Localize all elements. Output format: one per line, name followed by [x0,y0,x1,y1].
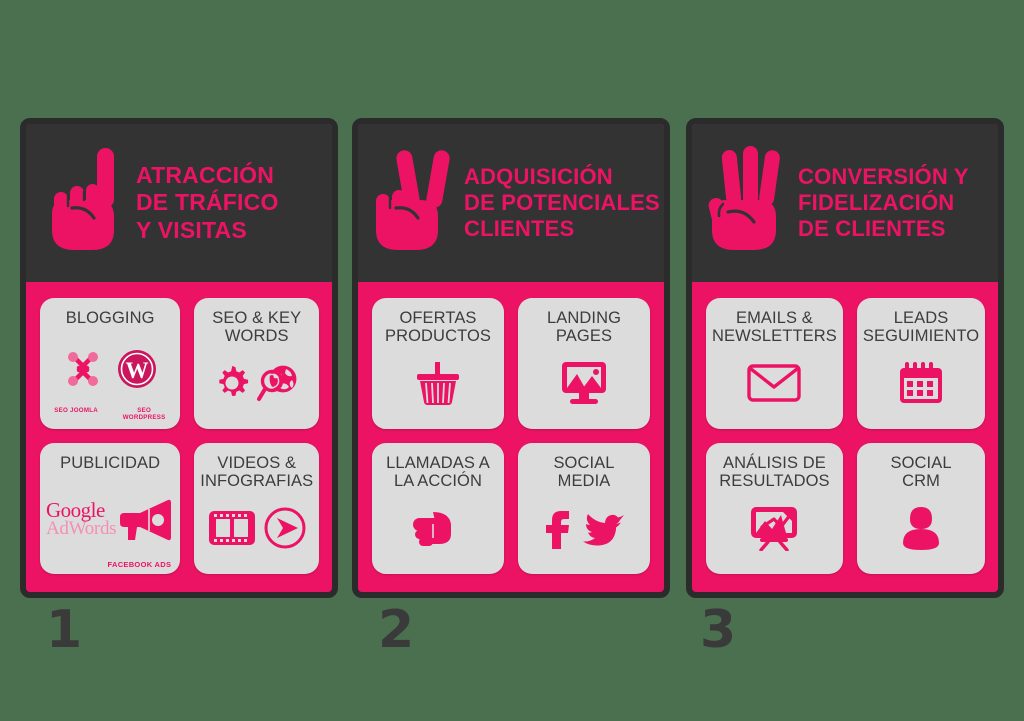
panel-step-2: ADQUISICIÓN DE POTENCIALES CLIENTES OFER… [352,118,670,598]
panel-3-title-line-3: DE CLIENTES [798,215,946,241]
panel-1-title-line-3: Y VISITAS [136,216,247,243]
card-social-crm-label: SOCIAL CRM [890,454,952,491]
panel-1-header: ATRACCIÓN DE TRÁFICO Y VISITAS [26,124,332,282]
caption-seo-wordpress: SEO WORDPRESS [122,407,166,421]
step-number-2: 2 [378,600,415,660]
person-avatar-icon [903,507,940,551]
card-llamadas-accion[interactable]: LLAMADAS A LA ACCIÓN [372,443,504,574]
caption-seo-joomla: SEO JOOMLA [54,407,98,414]
presentation-chart-icon [751,507,798,552]
panel-1-title-line-1: ATRACCIÓN [136,162,275,189]
joomla-icon [68,351,99,386]
card-analisis-icons [712,491,837,566]
card-publicidad-label: PUBLICIDAD [60,454,161,472]
panel-1-card-grid: BLOGGING [26,282,332,592]
card-llamadas-label: LLAMADAS A LA ACCIÓN [386,454,490,491]
card-llamadas-icons [378,491,498,566]
card-landing-pages[interactable]: LANDING PAGES [518,298,650,429]
hand-one-finger-icon [42,144,128,262]
card-blogging-captions: SEO JOOMLA SEO WORDPRESS [46,407,174,421]
megaphone-icon [120,500,172,541]
panel-2-title-line-1: ADQUISICIÓN [464,164,613,190]
twitter-bird-icon [583,514,624,547]
panel-1-title-line-2: DE TRÁFICO [136,189,279,216]
play-circle-icon [264,507,306,549]
shopping-basket-icon [417,362,459,406]
card-leads-seguimiento[interactable]: LEADS SEGUIMIENTO [856,298,986,429]
card-seo-keywords-label: SEO & KEY WORDS [212,309,302,346]
card-publicidad-icons: Google AdWords [46,472,174,566]
card-landing-icons [524,346,644,421]
card-analisis-label: ANÁLISIS DE RESULTADOS [719,454,830,491]
card-blogging-icons: W [46,327,174,410]
card-videos-infografias-label: VIDEOS & INFOGRAFIAS [200,454,314,491]
card-videos-infografias[interactable]: VIDEOS & INFOGRAFIAS [194,443,320,574]
svg-text:W: W [126,358,149,383]
panel-2-card-grid: OFERTAS PRODUCTOS [358,282,664,592]
card-ofertas-icons [378,346,498,421]
card-leads-label: LEADS SEGUIMIENTO [862,309,980,346]
panel-2-title-line-2: DE POTENCIALES [464,190,660,216]
magnifier-globe-icon [256,364,298,402]
card-social-crm-icons [863,491,979,566]
panel-3-title-line-2: FIDELIZACIÓN [798,190,955,216]
gear-icon [219,366,248,397]
card-blogging[interactable]: BLOGGING [40,298,181,429]
card-emails-label: EMAILS & NEWSLETTERS [712,309,837,346]
card-social-crm[interactable]: SOCIAL CRM [856,443,986,574]
hand-three-fingers-icon [708,144,794,262]
facebook-icon [546,511,569,550]
film-strip-icon [208,511,255,546]
wordpress-icon: W [118,349,157,388]
card-ofertas-productos[interactable]: OFERTAS PRODUCTOS [372,298,504,429]
calendar-icon [900,362,943,404]
panel-1-title: ATRACCIÓN DE TRÁFICO Y VISITAS [136,162,279,243]
card-analisis-resultados[interactable]: ANÁLISIS DE RESULTADOS [706,443,843,574]
card-emails-icons [712,346,837,421]
panel-3-header: CONVERSIÓN Y FIDELIZACIÓN DE CLIENTES [692,124,998,282]
pointing-hand-icon [413,512,451,547]
panel-2-title-line-3: CLIENTES [464,215,575,241]
step-number-3: 3 [700,600,737,660]
card-emails-newsletters[interactable]: EMAILS & NEWSLETTERS [706,298,843,429]
envelope-icon [747,364,802,403]
card-blogging-label: BLOGGING [65,309,155,327]
step-number-1: 1 [46,600,83,660]
card-social-media-icons [524,491,644,566]
panel-2-header: ADQUISICIÓN DE POTENCIALES CLIENTES [358,124,664,282]
card-leads-icons [863,346,979,421]
panel-3-title: CONVERSIÓN Y FIDELIZACIÓN DE CLIENTES [798,164,969,242]
card-seo-keywords-icons [200,346,313,421]
panel-2-title: ADQUISICIÓN DE POTENCIALES CLIENTES [464,164,660,242]
card-social-media-label: SOCIAL MEDIA [553,454,615,491]
panel-3-title-line-1: CONVERSIÓN Y [798,164,969,190]
card-social-media[interactable]: SOCIAL MEDIA [518,443,650,574]
panel-step-3: CONVERSIÓN Y FIDELIZACIÓN DE CLIENTES EM… [686,118,1004,598]
caption-facebook-ads: FACEBOOK ADS [107,560,172,569]
card-videos-icons [200,491,313,566]
monitor-image-icon [562,362,606,405]
card-landing-label: LANDING PAGES [546,309,622,346]
hand-two-fingers-icon [374,144,460,262]
google-adwords-wordmark: Google AdWords [46,497,117,540]
card-seo-keywords[interactable]: SEO & KEY WORDS [194,298,320,429]
panel-step-1: ATRACCIÓN DE TRÁFICO Y VISITAS BLOGGING [20,118,338,598]
panel-3-card-grid: EMAILS & NEWSLETTERS LEADS SEGUIMIENTO [692,282,998,592]
card-publicidad[interactable]: PUBLICIDAD Google AdWords FACEBO [40,443,181,574]
card-ofertas-label: OFERTAS PRODUCTOS [384,309,492,346]
